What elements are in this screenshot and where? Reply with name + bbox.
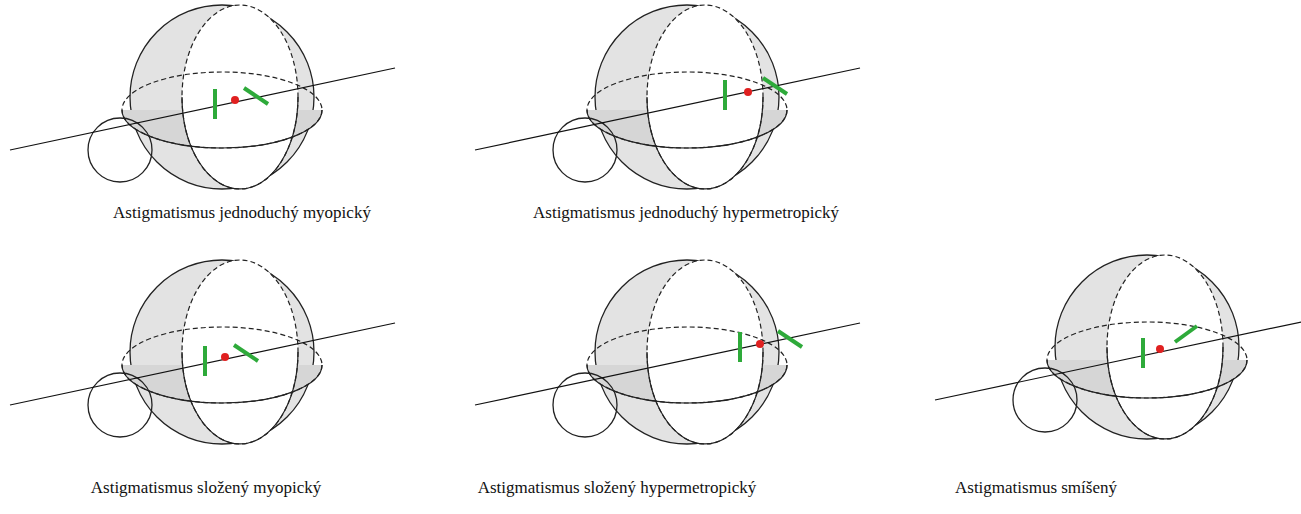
eye-compound-hypermetropic bbox=[475, 260, 860, 444]
eye-compound-myopic bbox=[10, 260, 395, 444]
caption: Astigmatismus jednoduchý myopický bbox=[113, 203, 371, 223]
eye-simple-myopic bbox=[10, 5, 395, 189]
caption: Astigmatismus jednoduchý hypermetropický bbox=[533, 203, 839, 223]
eye-mixed bbox=[935, 255, 1301, 439]
caption: Astigmatismus složený myopický bbox=[91, 478, 321, 498]
caption: Astigmatismus složený hypermetropický bbox=[478, 478, 757, 498]
caption: Astigmatismus smíšený bbox=[955, 478, 1117, 498]
eye-simple-hypermetropic bbox=[475, 5, 860, 189]
